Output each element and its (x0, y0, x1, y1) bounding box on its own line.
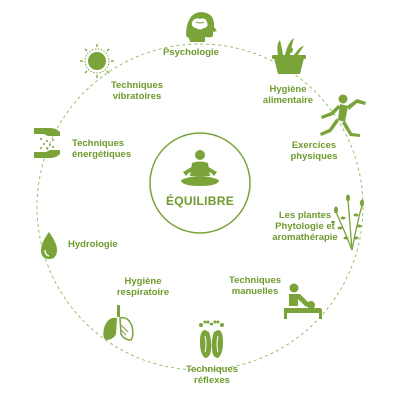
label-exercices-physiques: Exercices physiques (290, 140, 338, 162)
label-les-plantes: Les plantes Phytologie et aromathérapie (272, 210, 338, 243)
sun-vibration-icon (80, 44, 114, 78)
water-drop-icon (41, 232, 57, 259)
label-techniques-manuelles: Techniques manuelles (228, 275, 282, 297)
center-label: ÉQUILIBRE (165, 194, 235, 208)
meditation-icon (181, 150, 219, 186)
plant-icon (331, 194, 364, 251)
label-hygiene-respiratoire: Hygiène respiratoire (116, 276, 170, 298)
label-hygiene-alimentaire: Hygiène alimentaire (262, 84, 314, 106)
head-brain-icon (186, 12, 217, 42)
outer-ring (36, 43, 364, 371)
massage-icon (284, 283, 322, 319)
label-hydrologie: Hydrologie (68, 239, 118, 250)
lungs-icon (103, 305, 134, 341)
label-techniques-vibratoires: Techniques vibratoires (110, 80, 164, 102)
label-techniques-energetiques: Techniques énergétiques (72, 138, 132, 160)
exercising-person-icon (320, 94, 366, 137)
label-techniques-reflexes: Techniques réflexes (185, 364, 239, 386)
feet-icon (199, 320, 224, 358)
food-basket-icon (272, 38, 306, 74)
label-psychologie: Psychologie (163, 47, 219, 58)
hands-energy-icon (34, 128, 60, 158)
